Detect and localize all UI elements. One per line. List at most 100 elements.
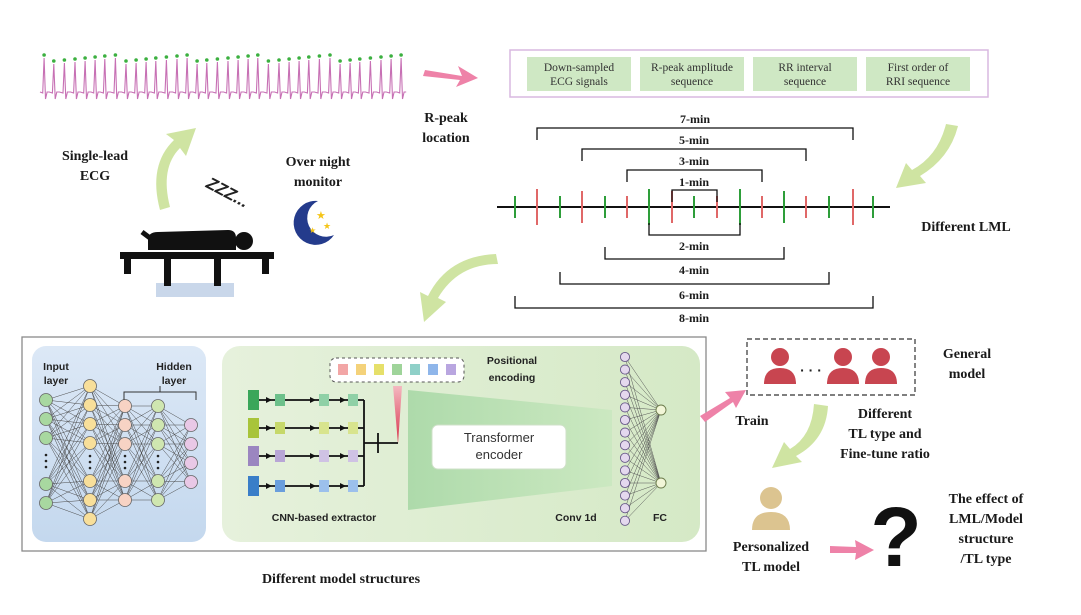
feature-box-r-peak-amplitude: R-peak amplitude sequence xyxy=(640,57,744,91)
r-peak-dot xyxy=(246,54,250,58)
cnn-arrowhead xyxy=(310,397,316,403)
mlp-ellipsis-dot xyxy=(88,454,92,458)
mlp-ellipsis-dot xyxy=(123,466,127,470)
r-peak-dot xyxy=(144,57,148,61)
cnn-input-block xyxy=(248,390,259,410)
mlp-ellipsis-dot xyxy=(123,460,127,464)
feature-line-1: First order of xyxy=(888,62,949,74)
conv1d-node xyxy=(619,452,631,463)
conv1d-node xyxy=(619,402,631,413)
r-peak-dot xyxy=(205,58,209,62)
fc-edge xyxy=(624,409,662,509)
cnn-arrowhead xyxy=(310,425,316,431)
cnn-feature-block xyxy=(319,480,329,492)
question-mark-icon: ? xyxy=(870,490,921,584)
r-peak-dot xyxy=(358,57,362,61)
feature-line-1: Down-sampled xyxy=(544,62,615,74)
fc-node xyxy=(655,477,667,489)
arrow-to-effect xyxy=(830,540,874,560)
positional-encoding-tokens xyxy=(338,364,456,375)
position-token xyxy=(446,364,456,375)
mlp-ellipsis-dot xyxy=(123,454,127,458)
position-token xyxy=(410,364,420,375)
feature-box-bg xyxy=(866,57,970,91)
cnn-feature-block xyxy=(275,450,285,462)
mlp-edge xyxy=(45,385,91,420)
conv1d-node xyxy=(619,414,631,426)
window-label: 6-min xyxy=(679,288,709,302)
mlp-ellipsis-dot xyxy=(156,454,160,458)
conv1d-node xyxy=(619,389,631,400)
feature-box-first-order-rri: First order of RRI sequence xyxy=(866,57,970,91)
position-token xyxy=(338,364,348,375)
cnn-feature-block xyxy=(348,422,358,434)
mlp-node xyxy=(39,431,53,445)
mlp-edge xyxy=(45,502,91,520)
personalized-person-icon xyxy=(752,487,790,530)
r-peak-dot xyxy=(379,55,383,59)
mlp-edge xyxy=(157,424,192,482)
mlp-node xyxy=(83,398,97,412)
cnn-input-block xyxy=(248,476,259,496)
mlp-node xyxy=(151,418,165,432)
position-token xyxy=(356,364,366,375)
bracket xyxy=(559,272,830,285)
mlp-panel: Input layer Hidden layer xyxy=(32,346,206,542)
fc-edge xyxy=(624,482,662,521)
cnn-transformer-panel: Positional encoding Transformer encoder … xyxy=(222,346,700,542)
conv1d-node xyxy=(619,490,631,501)
mlp-ellipsis-dot xyxy=(156,460,160,464)
conv1d-node xyxy=(619,377,631,388)
mlp-node xyxy=(83,474,97,488)
feature-line-2: RRI sequence xyxy=(886,76,950,88)
cnn-input-block xyxy=(248,418,259,438)
feature-line-1: RR interval xyxy=(778,62,831,74)
arrow-features-to-lml xyxy=(896,124,958,188)
general-model-label-1: General xyxy=(943,347,991,362)
fc-edge xyxy=(624,409,662,446)
r-peak-dot xyxy=(226,56,230,60)
mlp-node xyxy=(151,493,165,507)
conv1d-node xyxy=(619,427,631,438)
r-peak-dot xyxy=(62,58,67,62)
r-peak-dot xyxy=(83,56,87,60)
svg-text:★: ★ xyxy=(316,209,326,222)
mlp-edge xyxy=(89,480,126,520)
fc-edge xyxy=(624,409,662,484)
mlp-node xyxy=(39,412,53,426)
r-peak-dot xyxy=(368,56,373,60)
personalized-label-2: TL model xyxy=(742,560,800,575)
r-peak-dot xyxy=(277,58,281,62)
conv1d-node xyxy=(619,477,631,489)
conv1d-node xyxy=(619,364,631,375)
mlp-node xyxy=(83,512,97,526)
cnn-arrowhead xyxy=(266,483,272,489)
fc-edge xyxy=(624,394,662,411)
cnn-feature-block xyxy=(275,422,285,434)
cnn-input-block xyxy=(248,446,259,466)
r-peak-markers xyxy=(42,53,403,63)
r-peak-dot xyxy=(175,54,179,58)
r-peak-dot xyxy=(287,57,291,61)
mlp-edge xyxy=(45,442,91,504)
arrow-to-features xyxy=(423,66,478,87)
fc-edge xyxy=(624,394,662,484)
mlp-node xyxy=(184,437,198,451)
bracket xyxy=(626,169,763,182)
r-peak-dot xyxy=(399,53,403,57)
overnight-label-2: monitor xyxy=(294,175,342,190)
bracket xyxy=(671,189,718,202)
mlp-node xyxy=(118,474,132,488)
ecg-signal xyxy=(39,57,407,100)
transformer-label-1: Transformer xyxy=(464,430,535,445)
r-peak-dot xyxy=(185,53,189,57)
window-7-min: 7-min xyxy=(536,112,854,140)
overnight-label-1: Over night xyxy=(286,155,351,170)
r-peak-dot xyxy=(113,53,118,57)
cnn-arrowhead xyxy=(266,453,272,459)
r-peak-dot xyxy=(338,59,342,63)
r-peak-dot xyxy=(215,57,220,61)
r-peak-dot xyxy=(134,58,138,62)
mlp-node xyxy=(184,456,198,470)
mlp-edge xyxy=(45,437,91,444)
